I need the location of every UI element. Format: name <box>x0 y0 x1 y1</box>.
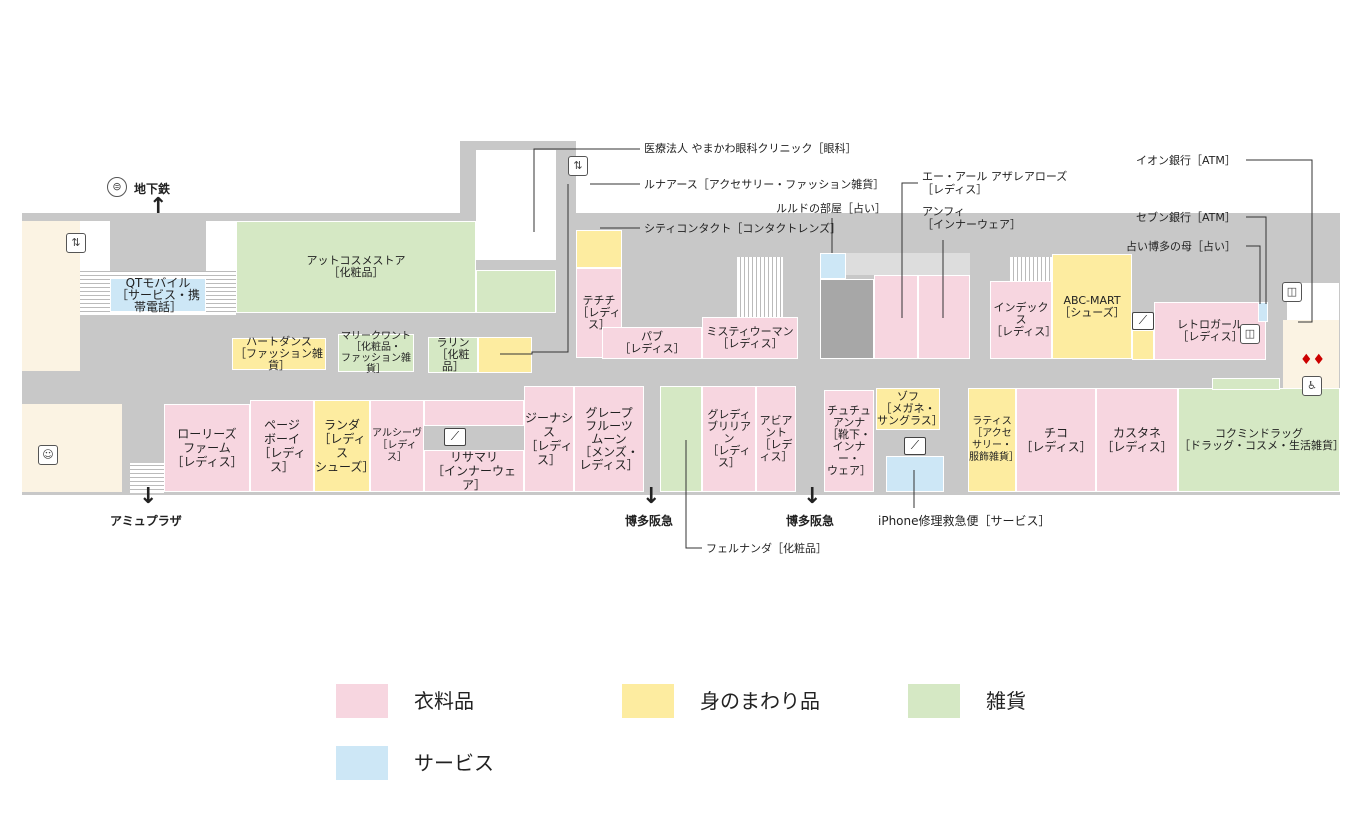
shop-qt-mobile[interactable]: QTモバイル ［サービス・携帯電話］ <box>110 277 206 313</box>
shop-pub[interactable]: パブ ［レディス］ <box>602 327 702 359</box>
shop-abc-mart[interactable]: ABC-MART ［シューズ］ <box>1052 254 1132 359</box>
toilet-icon: ♦♦ <box>1300 352 1326 368</box>
callout-ar-azalea[interactable]: エー・アール アザレアローズ ［レディス］ <box>922 170 1068 196</box>
stairs <box>130 463 164 493</box>
legend-label-accessories: 身のまわり品 <box>700 689 820 713</box>
backyard-block <box>476 150 556 260</box>
shop-genesis[interactable]: ジーナシス ［レディス］ <box>524 386 574 492</box>
shop-larin[interactable]: ラリン ［化粧品］ <box>428 337 478 373</box>
exit-subway[interactable]: 地下鉄 <box>134 182 171 196</box>
arrow-down-icon: ↓ <box>803 484 822 509</box>
backyard-green <box>476 270 556 313</box>
shop-randa[interactable]: ランダ ［レディス シューズ］ <box>314 400 374 492</box>
shop-city-contact[interactable] <box>576 230 622 268</box>
legend-label-goods: 雑貨 <box>986 689 1026 713</box>
callout-lunarth[interactable]: ルナアース［アクセサリー・ファッション雑貨］ <box>644 178 885 191</box>
shop-grapefruit-moon[interactable]: グレープ フルーツ ムーン ［メンズ・ レディス］ <box>574 386 644 492</box>
shop-aviant[interactable]: アビアント ［レディス］ <box>756 386 796 492</box>
fitting-room-icon: ◫ <box>1282 282 1302 302</box>
elevator-icon[interactable]: ⇅ <box>568 156 588 176</box>
shop-kokumin[interactable]: コクミンドラッグ ［ドラッグ・コスメ・生活雑貨］ <box>1178 388 1344 492</box>
callout-aeon-atm[interactable]: イオン銀行［ATM］ <box>1136 154 1236 167</box>
shop-ar-azalea[interactable] <box>874 275 918 359</box>
shop-risamari[interactable]: リサマリ ［インナーウェア］ <box>424 450 524 492</box>
callout-amphi[interactable]: アンフィ ［インナーウェア］ <box>922 205 1021 231</box>
shop-castane[interactable]: カスタネ ［レディス］ <box>1096 388 1178 492</box>
subway-icon: ⊜ <box>107 177 127 197</box>
baby-room-icon: ☺ <box>38 445 58 465</box>
callout-city-contact[interactable]: シティコンタクト［コンタクトレンズ］ <box>644 222 842 235</box>
escalator-icon[interactable]: ⟋ <box>904 437 926 455</box>
callout-seven-atm[interactable]: セブン銀行［ATM］ <box>1136 211 1236 224</box>
shop-uranai-hakata[interactable] <box>1258 302 1268 322</box>
shop-amphi[interactable] <box>918 275 970 359</box>
backyard-block <box>846 253 970 275</box>
shop-mysty-woman[interactable]: ミスティウーマン ［レディス］ <box>702 317 798 359</box>
shop-mary-quant[interactable]: マリークワント ［化粧品・ ファッション雑貨］ <box>338 331 414 375</box>
shop-iphone-repair[interactable] <box>886 456 944 492</box>
shop-alcyve[interactable]: アルシーヴ ［レディス］ <box>370 400 424 492</box>
callout-fernanda[interactable]: フェルナンダ［化粧品］ <box>706 542 827 555</box>
shop-fernanda[interactable] <box>660 386 702 492</box>
callout-iphone-repair[interactable]: iPhone修理救急便［サービス］ <box>878 514 1051 528</box>
shop-kokumin-upper <box>1212 378 1280 390</box>
shop-inddex[interactable]: インデックス ［レディス］ <box>990 281 1056 359</box>
legend-swatch-clothing <box>336 684 388 718</box>
callout-uranai-hakata[interactable]: 占い博多の母［占い］ <box>1126 240 1236 253</box>
shop-at-cosme[interactable]: アットコスメストア ［化粧品］ <box>236 221 476 313</box>
backyard-block <box>206 221 236 271</box>
area-dark <box>820 279 874 359</box>
shop-chico[interactable]: チコ ［レディス］ <box>1016 388 1096 492</box>
shop-latticce[interactable]: ラティス ［アクセサリー・ 服飾雑貨］ <box>968 388 1019 492</box>
exit-hakata-hankyu-1[interactable]: 博多阪急 <box>625 514 674 528</box>
exit-hakata-hankyu-2[interactable]: 博多阪急 <box>786 514 835 528</box>
legend-label-service: サービス <box>414 751 494 775</box>
fitting-room-icon: ◫ <box>1240 324 1260 344</box>
stairs <box>1010 257 1054 281</box>
callout-yamakawa[interactable]: 医療法人 やまかわ眼科クリニック［眼科］ <box>644 142 857 155</box>
exit-amu-plaza[interactable]: アミュプラザ <box>110 514 182 528</box>
escalator-icon[interactable]: ⟋ <box>444 428 466 446</box>
shop-lunarth[interactable] <box>478 337 532 373</box>
escalator-icon[interactable]: ⟋ <box>1132 312 1154 330</box>
legend-label-clothing: 衣料品 <box>414 689 474 713</box>
shop-page-boy[interactable]: ページ ボーイ ［レディス］ <box>250 400 314 492</box>
shop-heart-dance[interactable]: ハートダンス ［ファッション雑貨］ <box>232 336 326 372</box>
arrow-up-icon: ↑ <box>149 194 168 219</box>
stairs <box>737 257 783 317</box>
toilet-icon: ♿ <box>1302 376 1322 396</box>
legend-swatch-accessories <box>622 684 674 718</box>
shop-lulud[interactable] <box>820 253 846 279</box>
elevator-icon[interactable]: ⇅ <box>66 233 86 253</box>
shop-alcyve-upper <box>424 400 524 426</box>
shop-lowrys-farm[interactable]: ローリーズ ファーム ［レディス］ <box>164 404 250 492</box>
shop-gredi-brilliant[interactable]: グレディ ブリリアン ［レディス］ <box>702 386 756 492</box>
shop-zoff[interactable]: ゾフ ［メガネ・ サングラス］ <box>876 388 943 430</box>
callout-lulud[interactable]: ルルドの部屋［占い］ <box>776 202 886 215</box>
shop-abc-mart-ext <box>1132 330 1154 360</box>
legend-swatch-goods <box>908 684 960 718</box>
legend-swatch-service <box>336 746 388 780</box>
shop-tutuanna[interactable]: チュチュ アンナ ［靴下・ インナー・ ウェア］ <box>824 390 874 492</box>
arrow-down-icon: ↓ <box>139 484 158 509</box>
arrow-down-icon: ↓ <box>642 484 661 509</box>
